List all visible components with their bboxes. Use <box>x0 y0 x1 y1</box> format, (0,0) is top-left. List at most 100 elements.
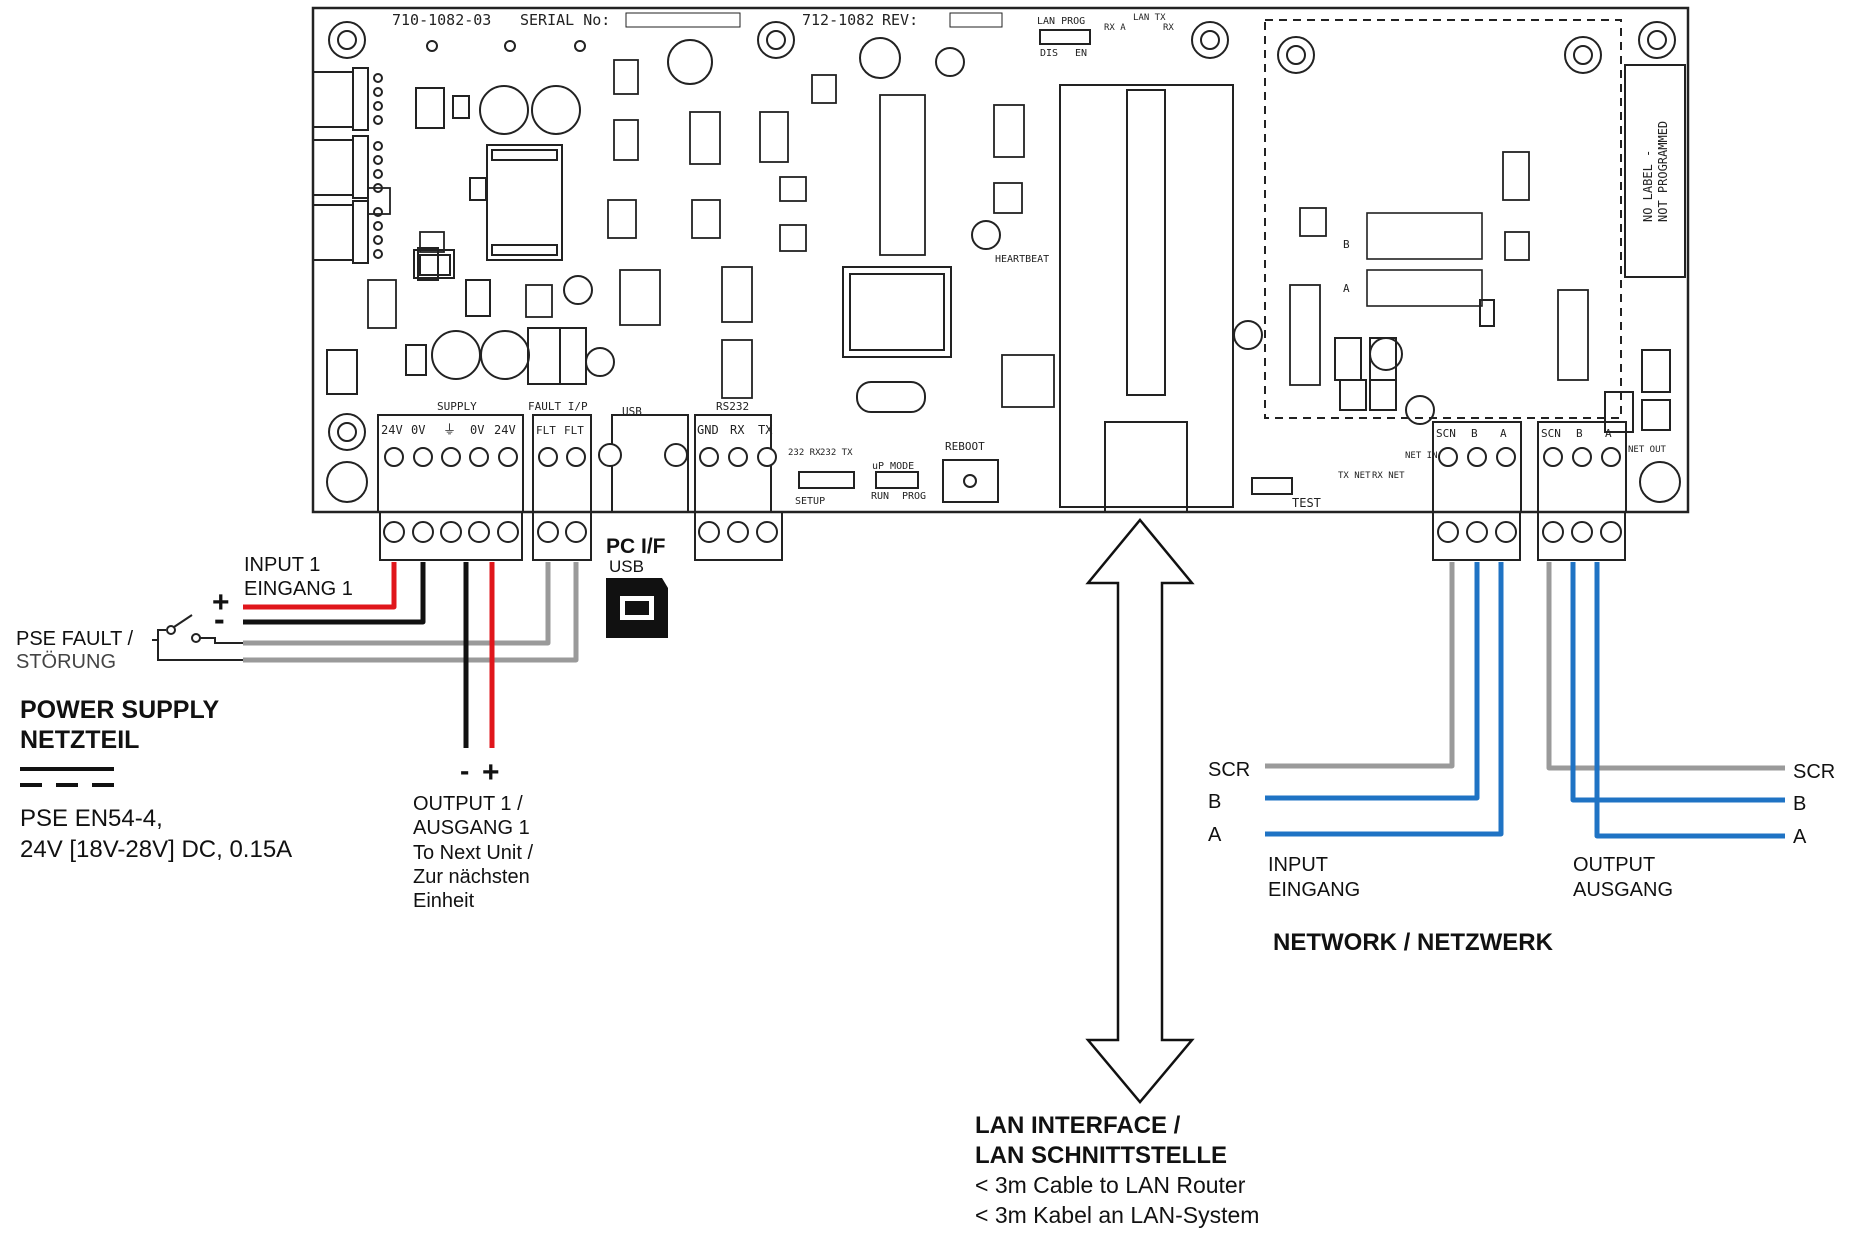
pcb-board <box>311 6 1690 561</box>
wire-net-out-b <box>1570 562 1785 803</box>
mounting-holes <box>326 21 1681 503</box>
fault-term-2: FLT <box>564 424 584 437</box>
board-tx-net: TX NET <box>1338 471 1371 481</box>
board-setup: SETUP <box>795 496 825 507</box>
microcontroller <box>842 266 952 358</box>
board-not-programmed: NOT PROGRAMMED <box>1656 121 1670 222</box>
board-no-label: NO LABEL - <box>1641 150 1655 222</box>
power-supply-en: POWER SUPPLY <box>20 696 219 724</box>
lan-if-en: LAN INTERFACE / <box>975 1112 1181 1139</box>
network-title: NETWORK / NETZWERK <box>1273 929 1554 956</box>
board-rx-net: RX NET <box>1372 471 1405 481</box>
pse-standard: PSE EN54-4, <box>20 805 163 832</box>
wire-fault-1 <box>243 562 551 646</box>
power-supply-de: NETZTEIL <box>20 726 139 754</box>
wire-input1-negative <box>243 562 426 625</box>
board-net-out: NET OUT <box>1628 445 1667 455</box>
dc-symbol-icon <box>20 767 114 787</box>
wire-net-in-a <box>1265 562 1504 837</box>
lan-double-arrow-icon <box>1085 518 1195 1104</box>
net-in-scr-label: SCR <box>1208 759 1250 781</box>
rs232-term-3: TX <box>758 423 773 437</box>
board-ic-b: B <box>1343 238 1350 251</box>
rs232-term-1: GND <box>697 423 719 437</box>
wire-net-out-scr <box>1546 562 1785 771</box>
left-headers <box>312 67 383 264</box>
supply-term-2: 0V <box>411 423 425 437</box>
board-lan-prog: LAN PROG <box>1037 16 1085 27</box>
fault-term-1: FLT <box>536 424 556 437</box>
lower-terminals <box>379 511 1626 561</box>
board-rev-label: REV: <box>882 11 918 29</box>
capacitors <box>431 37 1435 425</box>
pse-fault-de: STÖRUNG <box>16 651 116 673</box>
wire-net-in-scr <box>1265 562 1455 769</box>
board-rx-a: RX A <box>1104 23 1126 33</box>
net-out-term-1: SCN <box>1541 427 1561 440</box>
wire-net-in-b <box>1265 562 1480 801</box>
net-in-term-3: A <box>1500 427 1507 440</box>
board-net-in: NET IN <box>1405 451 1438 461</box>
net-out-b-label: B <box>1793 793 1806 815</box>
dip-ics <box>367 59 1589 408</box>
board-silkscreen: 710-1082-03 SERIAL No: 712-1082 REV: LAN… <box>381 11 1670 510</box>
board-up-mode: uP MODE <box>872 461 914 472</box>
supply-term-4: 0V <box>470 423 484 437</box>
output1-en: OUTPUT 1 / <box>413 793 523 815</box>
board-heartbeat: HEARTBEAT <box>995 254 1049 265</box>
board-run: RUN <box>871 491 889 502</box>
board-dis: DIS <box>1040 48 1058 59</box>
output1-plus: + <box>482 756 500 789</box>
next-unit-de2: Einheit <box>413 890 475 912</box>
fault-switch-symbol <box>152 614 243 661</box>
board-tx232: 232 TX <box>820 448 853 458</box>
lan-cable-en: < 3m Cable to LAN Router <box>975 1172 1246 1198</box>
net-out-scr-label: SCR <box>1793 761 1835 783</box>
network-input-en: INPUT <box>1268 854 1328 876</box>
board-ic-a: A <box>1343 282 1350 295</box>
lan-cable-de: < 3m Kabel an LAN-System <box>975 1202 1259 1228</box>
supply-term-1: 24V <box>381 423 403 437</box>
input1-en-label: INPUT 1 <box>244 554 320 576</box>
pc-if-label: PC I/F <box>606 535 666 558</box>
supply-term-3: ⏚ <box>443 423 456 438</box>
board-rev-part: 712-1082 <box>802 11 874 29</box>
board-supply: SUPPLY <box>437 400 477 413</box>
board-reboot: REBOOT <box>945 440 985 453</box>
pse-rating: 24V [18V-28V] DC, 0.15A <box>20 836 292 863</box>
rs232-term-2: RX <box>730 423 745 437</box>
terminal-screws <box>383 443 1622 543</box>
board-rx: RX <box>1163 23 1174 33</box>
board-prog: PROG <box>902 491 926 502</box>
board-serial-label: SERIAL No: <box>520 11 610 29</box>
input1-plus: + <box>212 586 230 619</box>
board-lan-tx: LAN TX <box>1133 13 1166 23</box>
network-output-en: OUTPUT <box>1573 854 1655 876</box>
next-unit-en: To Next Unit / <box>413 842 533 864</box>
board-test: TEST <box>1292 496 1321 510</box>
board-rs232: RS232 <box>716 400 749 413</box>
wire-net-out-a <box>1594 562 1785 839</box>
output1-minus: - <box>460 755 469 786</box>
diagram-labels: INPUT 1 EINGANG 1 + - PSE FAULT / STÖRUN… <box>16 535 1835 1228</box>
net-in-b-label: B <box>1208 791 1221 813</box>
wire-fault-2 <box>243 562 579 663</box>
input1-de-label: EINGANG 1 <box>244 578 353 600</box>
network-input-de: EINGANG <box>1268 879 1360 901</box>
net-out-term-3: A <box>1605 427 1612 440</box>
next-unit-de1: Zur nächsten <box>413 866 530 888</box>
board-rx232: 232 RX <box>788 448 821 458</box>
board-fault-ip: FAULT I/P <box>528 400 588 413</box>
pc-usb-label: USB <box>609 557 644 576</box>
input1-minus: - <box>214 601 225 637</box>
board-en: EN <box>1075 48 1087 59</box>
network-submodule <box>1264 19 1622 419</box>
net-out-a-label: A <box>1793 826 1807 848</box>
net-in-term-2: B <box>1471 427 1478 440</box>
network-output-de: AUSGANG <box>1573 879 1673 901</box>
lan-if-de: LAN SCHNITTSTELLE <box>975 1142 1227 1169</box>
usb-b-icon <box>606 578 668 638</box>
net-out-term-2: B <box>1576 427 1583 440</box>
output1-de: AUSGANG 1 <box>413 817 530 839</box>
